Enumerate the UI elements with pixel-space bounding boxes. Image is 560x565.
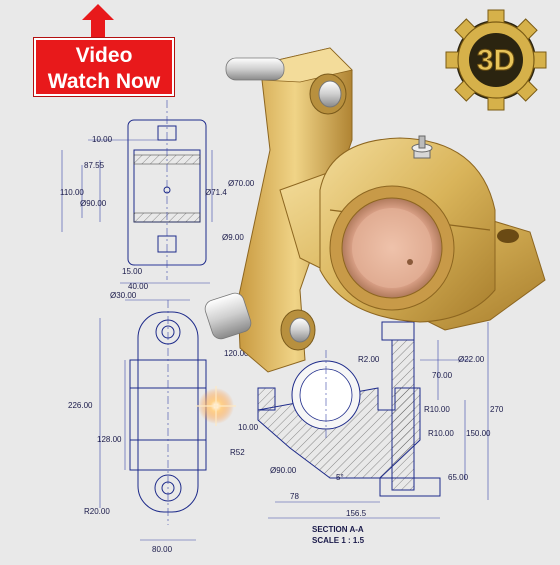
- dim-65: 65.00: [448, 473, 469, 482]
- dim-15: 15.00: [122, 267, 143, 276]
- dim-r20: R20.00: [84, 507, 110, 516]
- dim-r52: R52: [230, 448, 245, 457]
- flare-rays: [196, 386, 236, 426]
- video-watch-now-button[interactable]: Video Watch Now: [34, 38, 174, 96]
- dim-r2: R2.00: [358, 355, 380, 364]
- dim-110: 110.00: [60, 188, 84, 197]
- dim-10: 10.00: [92, 135, 113, 144]
- gear-3d-logo: 3D: [445, 9, 547, 111]
- logo-3d-text: 3D: [477, 44, 515, 77]
- dim-dia-22: Ø22.00: [458, 355, 485, 364]
- rendered-bracket: [204, 47, 546, 373]
- front-view: [99, 299, 207, 541]
- video-label: Video: [75, 44, 133, 67]
- dim-dia-70: Ø70.00: [228, 179, 255, 188]
- dim-226: 226.00: [68, 401, 93, 410]
- top-view: [61, 100, 213, 284]
- dim-dia-71-4: Ø71.4: [205, 188, 227, 197]
- watch-now-label: Watch Now: [47, 70, 161, 93]
- dim-87-55: 87.55: [84, 161, 105, 170]
- dim-128: 128.00: [97, 435, 122, 444]
- up-arrow-icon: [82, 4, 114, 20]
- dim-dia-9: Ø9.00: [222, 233, 244, 242]
- section-view: [257, 321, 489, 519]
- dim-120: 120.00: [224, 349, 249, 358]
- dim-150: 150.00: [466, 429, 491, 438]
- dim-270: 270: [490, 405, 504, 414]
- dim-70: 70.00: [432, 371, 453, 380]
- dim-78: 78: [290, 492, 299, 501]
- dim-5-deg: 5°: [336, 473, 344, 482]
- section-scale: SCALE 1 : 1.5: [312, 536, 365, 545]
- up-arrow-stem: [91, 20, 105, 38]
- dim-dia-30: Ø30.00: [110, 291, 137, 300]
- dim-80: 80.00: [152, 545, 173, 554]
- section-title: SECTION A-A: [312, 525, 364, 534]
- dim-156-5: 156.5: [346, 509, 367, 518]
- dim-r10-a: R10.00: [424, 405, 450, 414]
- dim-10-b: 10.00: [238, 423, 259, 432]
- dim-r10-b: R10.00: [428, 429, 454, 438]
- dim-40: 40.00: [128, 282, 149, 291]
- dim-dia-90: Ø90.00: [80, 199, 107, 208]
- dim-dia-90-b: Ø90.00: [270, 466, 297, 475]
